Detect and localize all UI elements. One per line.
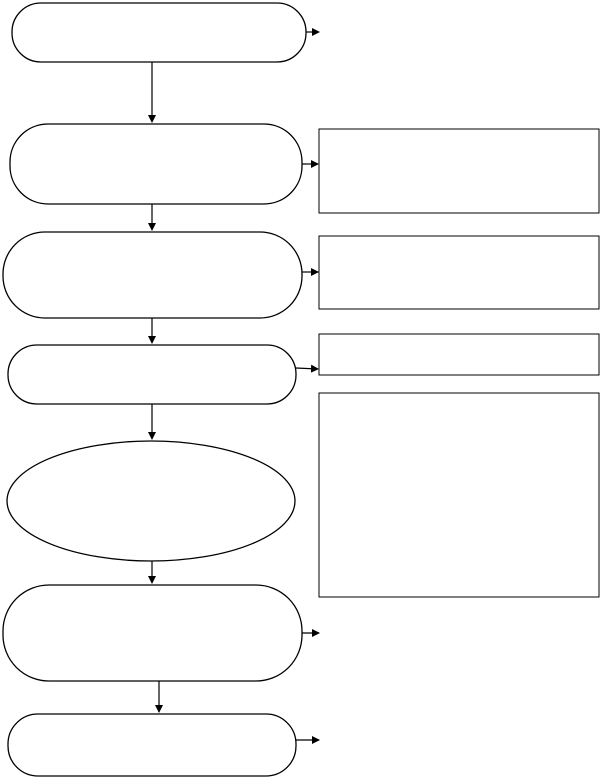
side-arrow-step-4 <box>295 364 319 373</box>
step-6-node <box>2 584 303 682</box>
step-3-node <box>2 231 303 319</box>
note-4-box <box>318 392 600 598</box>
note-2-box <box>318 235 600 310</box>
note-1-box <box>318 128 600 214</box>
step-4-node <box>7 344 297 405</box>
step-5-node <box>6 440 296 562</box>
note-3-box <box>318 333 600 376</box>
step-2-node <box>9 123 303 205</box>
step-7-node <box>7 713 297 777</box>
step-1-node <box>11 2 307 63</box>
